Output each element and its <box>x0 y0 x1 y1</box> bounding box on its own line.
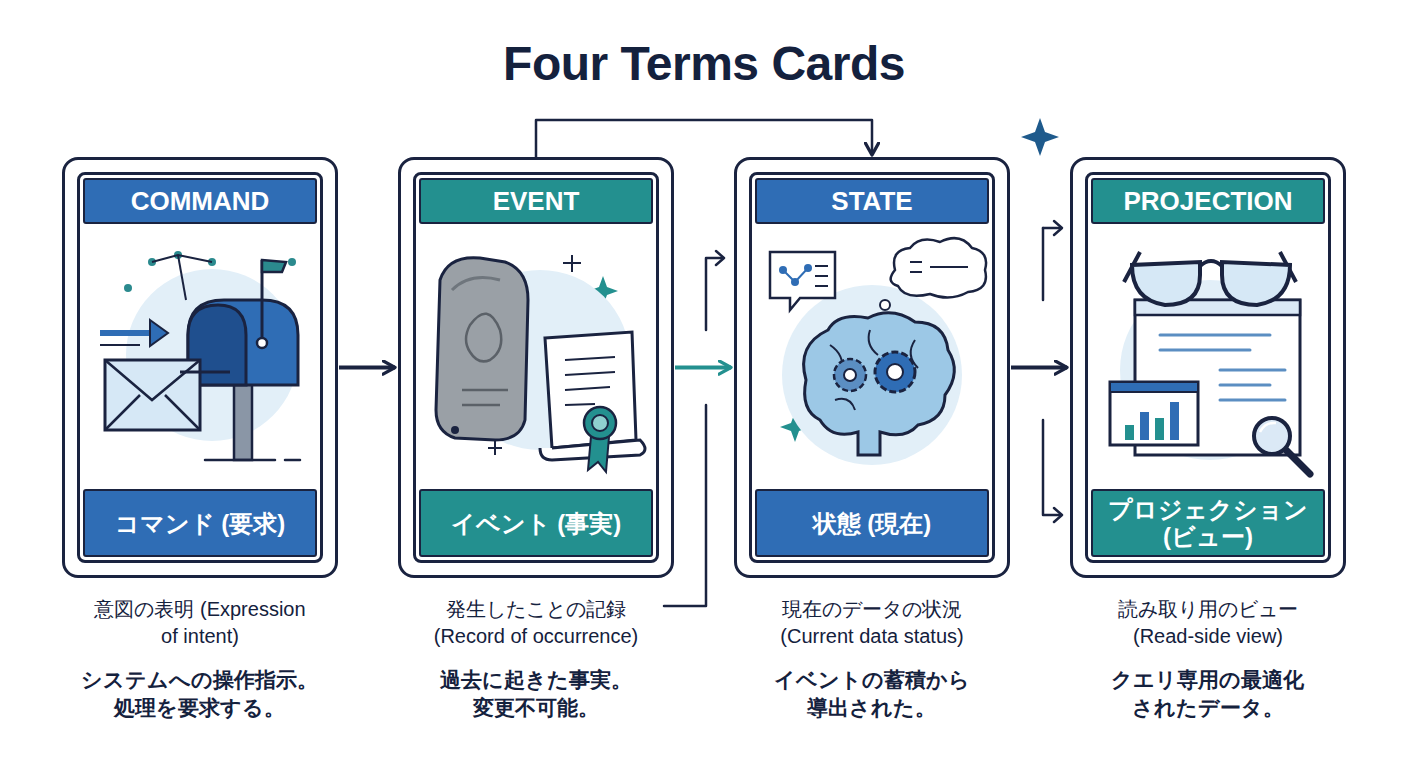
card-frame: PROJECTION プロジェクション (ビュー) <box>1085 172 1331 563</box>
card-header: COMMAND <box>83 178 317 224</box>
term-card: STATE状態 (現在)現在のデータの状況 (Current data stat… <box>734 157 1010 578</box>
card-header: STATE <box>755 178 989 224</box>
card-detail: 過去に起きた事実。 変更不可能。 <box>437 666 634 722</box>
card-description: 現在のデータの状況 (Current data status) <box>770 596 974 650</box>
card-frame: STATE 状態 (現在) <box>749 172 995 563</box>
card-detail: システムへの操作指示。 処理を要求する。 <box>81 666 318 722</box>
decor-lines-part <box>716 251 724 265</box>
decor-lines-part <box>1054 508 1062 522</box>
diagram-title: Four Terms Cards <box>0 36 1408 91</box>
card-frame: COMMAND コマンド (要求) <box>77 172 323 563</box>
flow-arrow <box>1011 366 1067 370</box>
card-header: EVENT <box>419 178 653 224</box>
card-footer: 状態 (現在) <box>755 489 989 557</box>
card-description: 意図の表明 (Expression of intent) <box>94 596 306 650</box>
decor-lines-part <box>1043 420 1060 515</box>
decor-lines-part <box>706 258 722 330</box>
decor-lines-part <box>1054 221 1062 235</box>
card-footer: プロジェクション (ビュー) <box>1091 489 1325 557</box>
card-footer: イベント (事実) <box>419 489 653 557</box>
term-card: EVENTイベント (事実)発生したことの記録 (Record of occur… <box>398 157 674 578</box>
card-description: 読み取り用のビュー (Read-side view) <box>1106 596 1310 650</box>
card-detail: クエリ専用の最適化 されたデータ。 <box>1109 666 1306 722</box>
sparkle-part <box>1021 118 1059 156</box>
decor-lines-part <box>1042 228 1045 300</box>
flow-arrow <box>339 366 395 370</box>
term-card: PROJECTIONプロジェクション (ビュー)読み取り用のビュー (Read-… <box>1070 157 1346 578</box>
card-description: 発生したことの記録 (Record of occurrence) <box>427 596 645 650</box>
card-footer: コマンド (要求) <box>83 489 317 557</box>
card-detail: イベントの蓄積から 導出された。 <box>773 666 970 722</box>
card-frame: EVENT イベント (事実) <box>413 172 659 563</box>
card-header: PROJECTION <box>1091 178 1325 224</box>
decor-lines-part <box>1043 227 1060 230</box>
term-card: COMMANDコマンド (要求)意図の表明 (Expression of int… <box>62 157 338 578</box>
flow-arrow <box>536 120 872 157</box>
flow-arrow <box>675 366 731 370</box>
